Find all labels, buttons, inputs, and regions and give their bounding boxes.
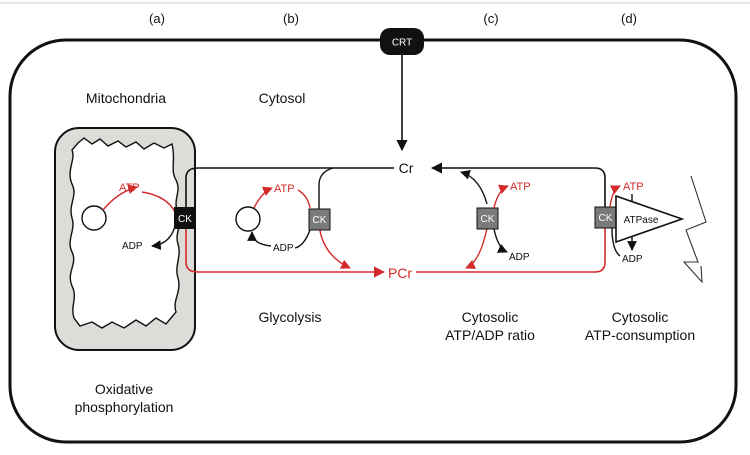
ratio-atp-arrow	[493, 184, 509, 209]
oxphos-caption-line2: phosphorylation	[75, 399, 174, 415]
cr-path-left	[185, 167, 394, 214]
pcr-branch-c	[465, 227, 488, 270]
panel-label-c: (c)	[483, 11, 498, 26]
ratio-adp-arrow	[493, 228, 508, 253]
atpase-triangle: ATPase	[615, 194, 685, 244]
ratio-caption-line1: Cytosolic	[462, 309, 519, 325]
mito-atp-label: ATP	[119, 182, 140, 194]
consumption-adp-label: ADP	[622, 254, 643, 265]
gly-ck-box: CK	[308, 208, 331, 231]
oxphos-caption-line1: Oxidative	[95, 381, 154, 397]
gly-atp-label: ATP	[274, 183, 295, 195]
atp-synthase-circle	[81, 205, 107, 231]
consumption-ck-label: CK	[599, 213, 613, 224]
gly-ck-to-adp	[294, 229, 311, 249]
gly-atp-to-ck	[297, 189, 311, 209]
cr-branch-c	[460, 169, 488, 205]
pcr-path-left	[185, 220, 386, 278]
ratio-atp-label: ATP	[510, 181, 531, 193]
glycolysis-caption: Glycolysis	[258, 309, 321, 325]
cell-membrane	[8, 38, 738, 444]
ratio-ck-label: CK	[481, 214, 495, 225]
pcr-branch-b	[318, 223, 351, 269]
pcr-label: PCr	[388, 265, 412, 281]
cr-branch-b	[318, 167, 334, 218]
gly-atp-arrow	[253, 186, 273, 209]
cr-path-right	[430, 162, 606, 214]
cytosol-title: Cytosol	[259, 90, 306, 106]
consumption-atp-arrow	[609, 185, 621, 208]
energy-release-bolt-icon	[682, 175, 707, 284]
pcr-path-right	[416, 220, 606, 273]
panel-label-b: (b)	[283, 11, 299, 26]
ratio-ck-box: CK	[476, 207, 499, 230]
mito-adp-label: ADP	[122, 241, 143, 252]
ratio-caption-line2: ATP/ADP ratio	[445, 327, 535, 343]
gly-adp-to-glycolysis	[247, 231, 272, 247]
gly-adp-label: ADP	[273, 243, 294, 254]
mitochondrion	[54, 127, 196, 351]
consumption-adp-curve	[611, 227, 621, 257]
consumption-ck-box: CK	[594, 206, 617, 229]
panel-label-d: (d)	[621, 11, 637, 26]
mito-atp-arrow	[102, 184, 138, 211]
ratio-adp-label: ADP	[509, 252, 530, 263]
consumption-atp-label: ATP	[623, 181, 644, 193]
mitochondria-title: Mitochondria	[86, 90, 166, 106]
mito-ck-box: CK	[174, 207, 196, 229]
creatine-transporter: CRT	[380, 28, 424, 55]
consumption-caption-line1: Cytosolic	[612, 309, 669, 325]
cr-label: Cr	[399, 160, 414, 176]
panel-label-a: (a)	[149, 11, 165, 26]
crt-label: CRT	[392, 38, 412, 49]
consumption-caption-line2: ATP-consumption	[585, 327, 695, 343]
mito-ck-label: CK	[178, 214, 192, 225]
glycolysis-circle	[235, 206, 261, 232]
atpase-label: ATPase	[624, 215, 659, 226]
gly-ck-label: CK	[313, 215, 327, 226]
